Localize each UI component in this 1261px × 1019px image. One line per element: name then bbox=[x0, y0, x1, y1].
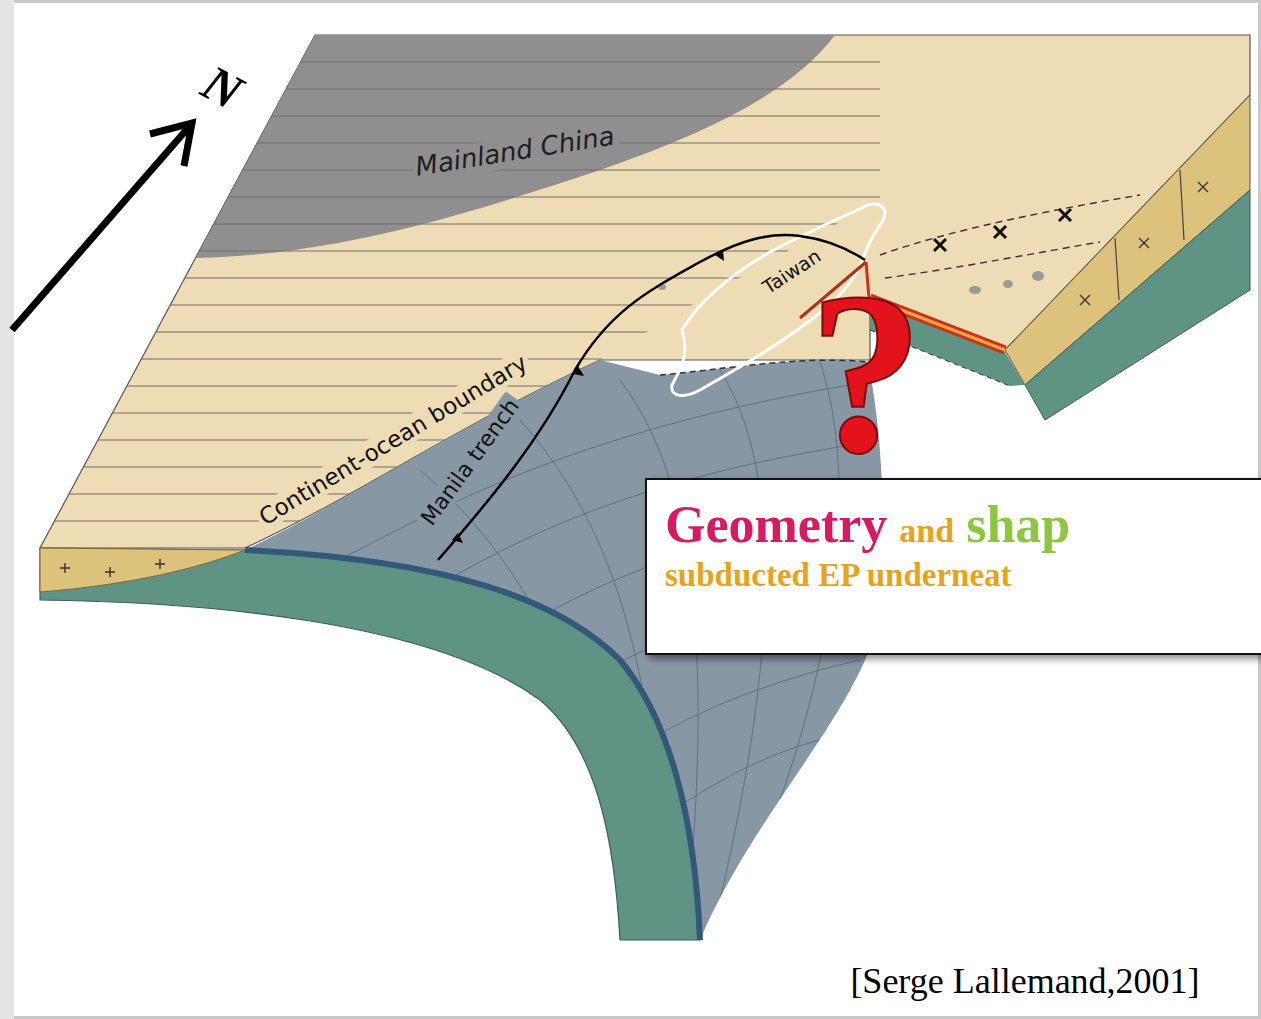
crust-symbols bbox=[105, 567, 115, 577]
heading-word: and bbox=[899, 512, 954, 549]
slab-section bbox=[40, 548, 245, 592]
mainland-region bbox=[196, 35, 835, 258]
crust-symbols bbox=[155, 559, 165, 569]
manila-trench-line bbox=[573, 366, 584, 376]
crust-x-symbols bbox=[1080, 295, 1090, 305]
crust-symbols bbox=[60, 563, 70, 573]
oceanic-crust-line bbox=[245, 550, 700, 940]
manila-trench-line bbox=[715, 250, 724, 261]
grid-lines bbox=[0, 62, 1000, 63]
north-arrow bbox=[12, 128, 188, 330]
heading-word: shap bbox=[966, 496, 1070, 553]
crust-x-symbols bbox=[1080, 182, 1208, 305]
callout-box: Geometry andshap subducted EP underneat bbox=[645, 478, 1261, 655]
volcano-crosses bbox=[1059, 209, 1071, 221]
islands bbox=[1032, 271, 1044, 281]
ryukyu-block bbox=[1115, 170, 1184, 300]
mainland-region bbox=[196, 35, 835, 258]
islands bbox=[969, 286, 981, 294]
question-mark: ? bbox=[809, 259, 924, 489]
north-arrow bbox=[12, 123, 192, 330]
volcano-crosses bbox=[994, 226, 1006, 238]
slab-grid bbox=[520, 420, 665, 940]
grid-lines bbox=[0, 89, 1000, 90]
heading-word: Geometry bbox=[665, 496, 887, 553]
region-name: Mainland China bbox=[411, 121, 620, 183]
arc-dashed-lines bbox=[880, 195, 1140, 255]
grid-lines bbox=[0, 197, 1000, 198]
volcano-crosses bbox=[934, 209, 1071, 251]
page-frame bbox=[0, 0, 14, 1019]
oceanic-crust-line bbox=[245, 550, 700, 940]
crust-x-symbols bbox=[1198, 182, 1208, 192]
citation: [Serge Lallemand,2001] bbox=[847, 961, 1202, 1002]
slab-grid bbox=[420, 470, 640, 940]
ryukyu-block bbox=[1025, 190, 1250, 420]
subheading: subducted EP underneat bbox=[665, 557, 1012, 593]
slab-grid bbox=[570, 660, 860, 800]
north-label: N bbox=[190, 53, 254, 124]
volcano-crosses bbox=[934, 239, 946, 251]
grid-lines bbox=[0, 116, 1000, 117]
islands bbox=[1003, 280, 1013, 288]
grid-lines bbox=[0, 224, 1000, 225]
north-arrow bbox=[150, 123, 192, 166]
crust-x-symbols bbox=[1139, 238, 1149, 248]
manila-trench-line bbox=[452, 533, 463, 543]
ryukyu-block bbox=[870, 95, 1250, 420]
crust-symbols bbox=[60, 559, 165, 577]
slab-grid bbox=[620, 380, 698, 940]
slab-grid bbox=[600, 740, 820, 870]
